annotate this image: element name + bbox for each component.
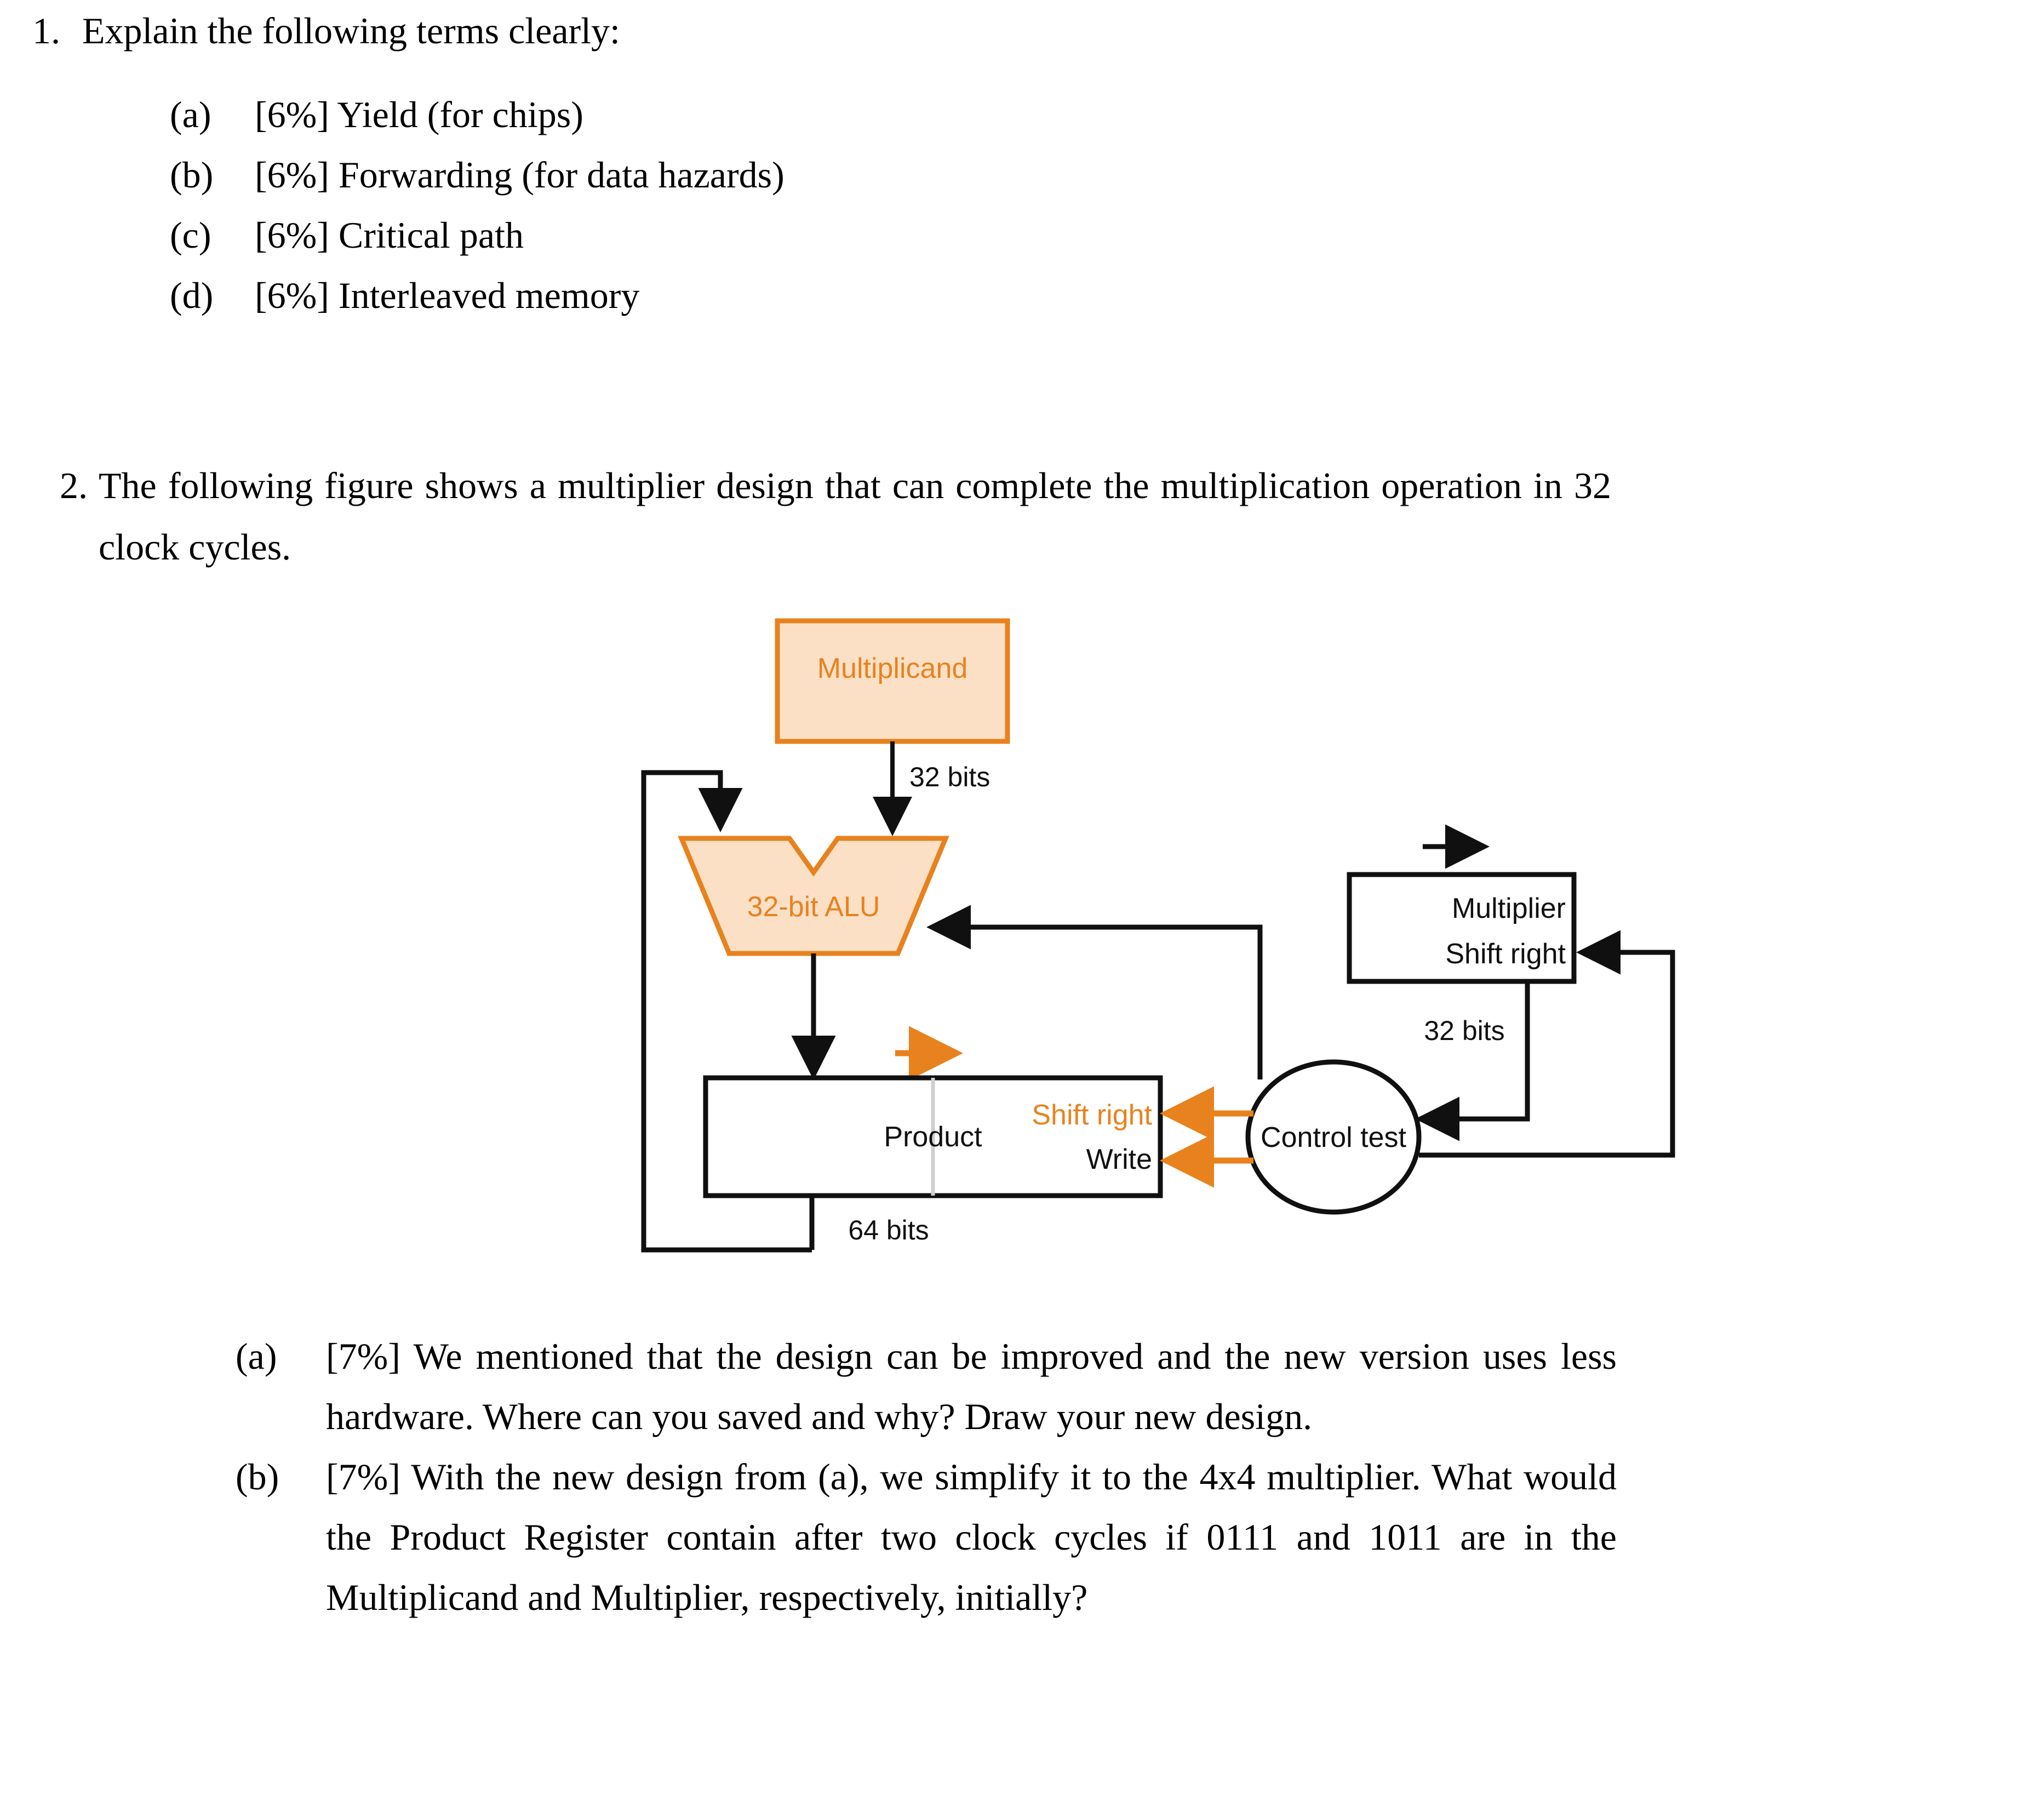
multiplier-to-control-wire: [1415, 981, 1530, 1141]
multiplier-shift-right-label: Shift right: [1445, 938, 1566, 970]
q2-sub-b-text: [7%] With the new design from (a), we si…: [326, 1456, 1617, 1618]
question-2-sub-b: (b) [7%] With the new design from (a), w…: [236, 1447, 1617, 1627]
product-label: Product: [884, 1121, 982, 1153]
question-1-sub-c: (c) [6%] Critical path: [159, 205, 2044, 265]
sub-b-label: (b): [170, 154, 214, 196]
product-to-alu-feedback-wire: [641, 770, 812, 1253]
control-to-multiplier-wire: [1419, 930, 1675, 1158]
sub-d-text: [6%] Interleaved memory: [255, 275, 640, 316]
sub-c-text: [6%] Critical path: [255, 214, 524, 256]
sub-a-text: [6%] Yield (for chips): [255, 94, 583, 135]
question-1-sub-b: (b) [6%] Forwarding (for data hazards): [159, 145, 2044, 205]
multiplier-box: [1347, 872, 1577, 984]
multiplier-design-figure: Multiplicand 32 bits 32-bit ALU Product …: [0, 603, 2044, 1315]
q2-sub-b-label: (b): [236, 1456, 279, 1498]
question-2: 2. The following figure shows a multipli…: [0, 455, 2044, 578]
question-2-subitems: (a) [7%] We mentioned that the design ca…: [0, 1326, 2044, 1627]
multiplier-datapath-diagram: Multiplicand 32 bits 32-bit ALU Product …: [641, 618, 1675, 1253]
question-1-block: 1. Explain the following terms clearly: …: [0, 0, 2044, 325]
question-1: 1. Explain the following terms clearly:: [0, 0, 2044, 61]
product-wire-label: 64 bits: [848, 1215, 929, 1246]
question-1-text: Explain the following terms clearly:: [82, 10, 620, 52]
multiplier-label: Multiplier: [1452, 893, 1566, 924]
control-test-label: Control test: [1261, 1122, 1406, 1153]
control-to-alu-wire: [926, 905, 1263, 1079]
question-2-block: 2. The following figure shows a multipli…: [0, 455, 2044, 578]
sub-b-text: [6%] Forwarding (for data hazards): [255, 154, 785, 196]
question-2-sub-a: (a) [7%] We mentioned that the design ca…: [236, 1326, 1617, 1447]
product-shift-right-label: Shift right: [1032, 1099, 1152, 1131]
sub-d-label: (d): [170, 275, 214, 316]
product-write-label: Write: [1086, 1144, 1152, 1175]
question-2-text: The following figure shows a multiplier …: [99, 465, 1611, 568]
question-1-sub-a: (a) [6%] Yield (for chips): [159, 84, 2044, 145]
q2-sub-a-label: (a): [236, 1335, 277, 1377]
sub-a-label: (a): [170, 94, 211, 135]
sub-c-label: (c): [170, 214, 211, 256]
multiplicand-wire-label: 32 bits: [909, 762, 990, 792]
question-2-number: 2.: [60, 465, 88, 506]
multiplier-wire-label: 32 bits: [1424, 1015, 1504, 1046]
multiplicand-box: [775, 618, 1010, 744]
alu-label: 32-bit ALU: [747, 891, 880, 923]
question-1-number: 1.: [32, 10, 60, 52]
alu-shape: [678, 836, 949, 956]
question-1-sub-d: (d) [6%] Interleaved memory: [159, 265, 2044, 325]
q2-sub-a-text: [7%] We mentioned that the design can be…: [326, 1335, 1617, 1437]
control-test-node: [1245, 1059, 1422, 1215]
multiplicand-label: Multiplicand: [817, 653, 968, 684]
